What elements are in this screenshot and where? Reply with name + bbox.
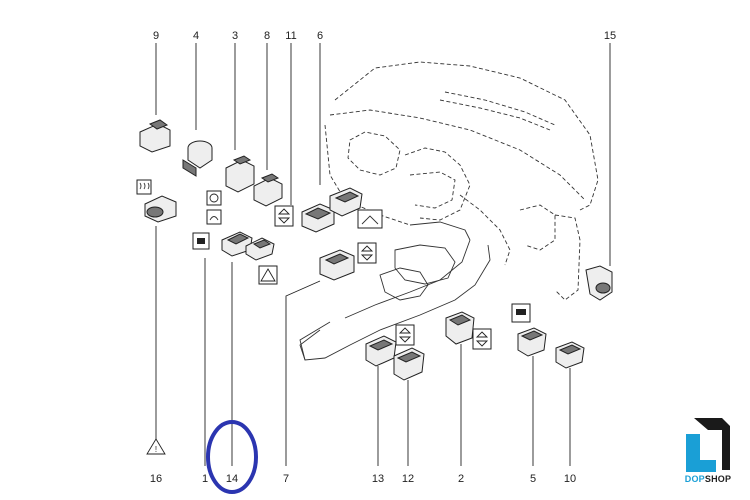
parking-sensor-icon (206, 209, 222, 225)
part-1-14 (221, 231, 275, 261)
window-updown-icon (274, 205, 294, 227)
svg-text:!: ! (155, 445, 157, 454)
part-5 (517, 327, 547, 357)
callout-1: 1 (202, 473, 208, 485)
warning-triangle-icon (146, 438, 166, 455)
callout-5: 5 (530, 473, 536, 485)
leader-lines (155, 43, 611, 466)
brand-wordmark: DOPSHOP (672, 474, 744, 484)
window-updown-icon (472, 328, 492, 350)
callout-13: 13 (372, 473, 384, 485)
callout-10: 10 (564, 473, 576, 485)
brand-part-1: DOP (684, 474, 705, 484)
part-9 (139, 119, 171, 153)
part-15 (585, 265, 613, 301)
window-updown-icon (357, 242, 377, 264)
screen-icon (357, 209, 383, 229)
callout-15: 15 (604, 30, 616, 42)
dashboard-outline (324, 61, 599, 301)
dopshop-logo-icon (686, 418, 730, 472)
callout-3: 3 (232, 30, 238, 42)
window-updown-icon (395, 324, 415, 346)
callout-12: 12 (402, 473, 414, 485)
part-12 (393, 347, 425, 381)
rear-defrost-icon (136, 179, 152, 195)
center-console (299, 221, 491, 361)
part-4 (182, 140, 213, 177)
part-11 (301, 203, 335, 233)
hazard-warning-icon (258, 265, 278, 285)
callout-7: 7 (283, 473, 289, 485)
part-3 (225, 155, 255, 193)
heated-seat-icon (511, 303, 531, 323)
part-6 (329, 187, 363, 217)
callout-9: 9 (153, 30, 159, 42)
callout-6: 6 (317, 30, 323, 42)
steering-assist-icon (206, 190, 222, 206)
callout-4: 4 (193, 30, 199, 42)
callout-2: 2 (458, 473, 464, 485)
callout-14: 14 (226, 473, 238, 485)
part-2 (445, 311, 475, 345)
callout-16: 16 (150, 473, 162, 485)
part-16 (144, 195, 177, 223)
part-8 (253, 173, 283, 207)
highlight-circle (206, 420, 258, 494)
callout-8: 8 (264, 30, 270, 42)
part-7 (319, 249, 355, 281)
part-10 (555, 341, 585, 369)
heated-seat-icon (192, 232, 210, 250)
callout-11: 11 (285, 30, 296, 42)
part-13 (365, 335, 397, 367)
brand-part-2: SHOP (704, 474, 732, 484)
